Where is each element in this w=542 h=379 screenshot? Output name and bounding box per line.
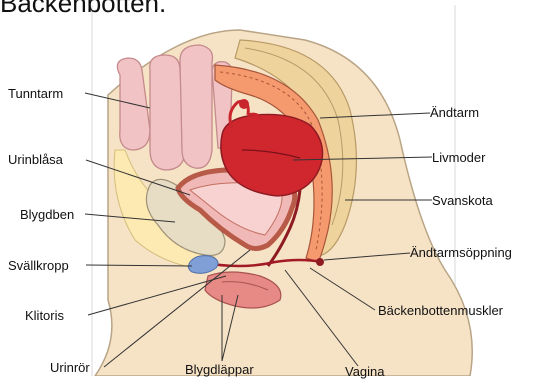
label-klitoris: Klitoris (25, 309, 64, 322)
label-vagina: Vagina (345, 365, 385, 378)
label-andtarm: Ändtarm (430, 106, 479, 119)
label-livmoder: Livmoder (432, 151, 485, 164)
anus (316, 258, 324, 266)
label-blygdlappar: Blygdläppar (185, 363, 254, 376)
label-svallkropp: Svällkropp (8, 259, 69, 272)
ovary (239, 99, 249, 109)
page-title: Bäckenbotten. (0, 0, 166, 19)
label-urinblasa: Urinblåsa (8, 153, 63, 166)
label-svanskota: Svanskota (432, 194, 493, 207)
label-andtarmsoppning: Ändtarmsöppning (410, 246, 512, 259)
label-backenbottenmuskler: Bäckenbottenmuskler (378, 304, 503, 317)
label-urinror: Urinrör (50, 361, 90, 374)
label-tunntarm: Tunntarm (8, 87, 63, 100)
label-blygdben: Blygdben (20, 208, 74, 221)
